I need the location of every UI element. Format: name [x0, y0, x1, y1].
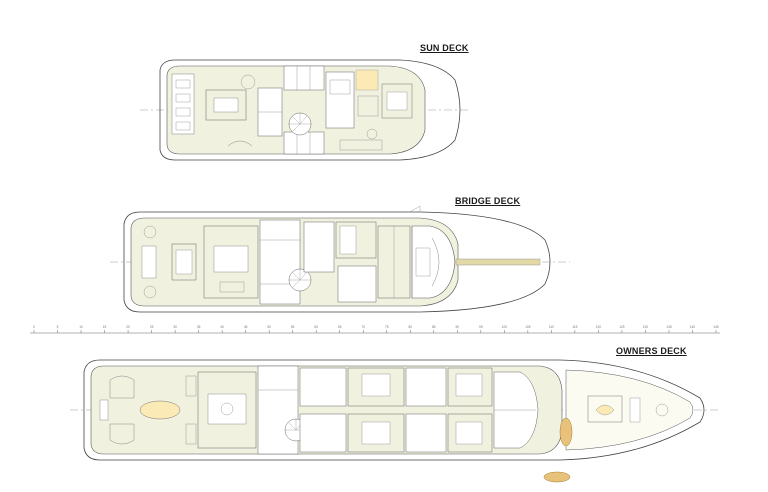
ruler-label: 45: [244, 325, 248, 329]
ruler-label: 10: [79, 325, 83, 329]
ruler-label: 0: [33, 325, 35, 329]
bridge-deck-title: BRIDGE DECK: [455, 196, 521, 206]
ruler-label: 25: [150, 325, 154, 329]
ruler-label: 15: [103, 325, 107, 329]
ruler-label: 95: [479, 325, 483, 329]
sun-deck-plan: [140, 59, 470, 161]
ruler-label: 55: [291, 325, 295, 329]
ruler-label: 30: [173, 325, 177, 329]
ruler-label: 50: [267, 325, 271, 329]
dining-table: [139, 400, 181, 420]
ruler-label: 80: [409, 325, 413, 329]
owners-deck-plan: [70, 359, 720, 483]
wheelhouse: [411, 225, 456, 299]
ruler-label: 65: [338, 325, 342, 329]
owners-deck-hull: [83, 359, 705, 461]
ruler-label: 5: [57, 325, 59, 329]
ruler-label: 75: [385, 325, 389, 329]
ruler-label: 125: [619, 325, 625, 329]
bridge-deck-hull: [123, 211, 551, 313]
ruler-label: 115: [572, 325, 577, 329]
sun-deck-hull: [159, 59, 461, 161]
ruler-label: 100: [502, 325, 508, 329]
ruler-label: 135: [666, 325, 672, 329]
ruler-label: 140: [690, 325, 696, 329]
tender-boat: [559, 417, 573, 447]
owners-deck-title: OWNERS DECK: [616, 346, 687, 356]
ruler-label: 90: [456, 325, 460, 329]
tender-boat-detached: [543, 471, 571, 483]
ruler-label: 130: [643, 325, 649, 329]
ruler-label: 60: [314, 325, 318, 329]
ruler-label: 110: [549, 325, 554, 329]
scale-ruler: 0 5 10 15 20 25 30 35 40 45 50 55 60 65 70 75 80 85 90 95 10…: [30, 325, 720, 334]
ruler-label: 85: [432, 325, 436, 329]
bridge-deck-plan: [110, 205, 570, 313]
sun-deck-title: SUN DECK: [420, 43, 469, 53]
ruler-label: 35: [197, 325, 201, 329]
ruler-label: 70: [361, 325, 365, 329]
ruler-label: 145: [713, 325, 719, 329]
ruler-ticks: 0 5 10 15 20 25 30 35 40 45 50 55 60 65 70 75 80 85 90 95 10…: [33, 325, 719, 333]
ruler-label: 120: [596, 325, 602, 329]
ruler-label: 105: [525, 325, 531, 329]
ruler-label: 20: [126, 325, 130, 329]
ruler-label: 40: [220, 325, 224, 329]
